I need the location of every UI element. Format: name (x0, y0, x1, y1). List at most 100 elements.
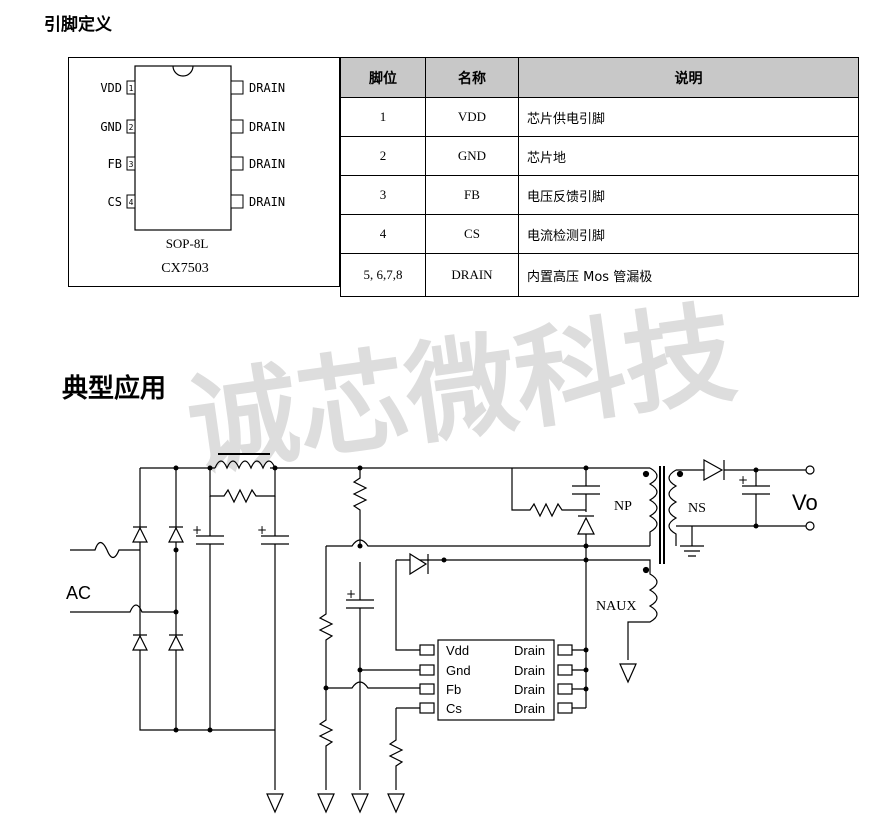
cell-pin: 3 (340, 175, 426, 215)
cell-desc: 芯片地 (518, 136, 859, 176)
cell-pin: 2 (340, 136, 426, 176)
ic-pin-label: Cs (446, 701, 462, 716)
ic-pin (557, 702, 573, 714)
package-name: SOP-8L (166, 236, 209, 251)
ic-pin (419, 702, 435, 714)
dot-marker (642, 566, 650, 574)
inductor-parallel-resistor (209, 468, 276, 504)
ic-pin-label: Drain (514, 682, 545, 697)
left-pin-number: 2 (129, 123, 134, 132)
cell-desc: 芯片供电引脚 (518, 97, 859, 137)
svg-text:+: + (346, 587, 356, 601)
header-name: 名称 (425, 57, 519, 98)
cell-desc: 电流检测引脚 (518, 214, 859, 254)
dot-marker (676, 470, 684, 478)
primary-return (585, 534, 650, 547)
left-pin-name: CS (108, 195, 122, 209)
fb-divider-top (318, 546, 420, 689)
vo-label: Vo (792, 490, 818, 515)
np-label: NP (614, 499, 632, 514)
cell-pin: 4 (340, 214, 426, 254)
ic-pin-label: Vdd (446, 643, 469, 658)
aux-winding (586, 559, 658, 660)
cell-pin: 5, 6,7,8 (340, 253, 426, 297)
table-row: 4 CS 电流检测引脚 (340, 214, 859, 254)
secondary-winding (668, 469, 678, 546)
right-pin-box (230, 156, 244, 171)
ac-label: AC (66, 583, 91, 603)
snubber-capacitor (572, 468, 600, 512)
ic-pin-label: Drain (514, 701, 545, 716)
section-title-typical-application: 典型应用 (62, 374, 167, 404)
cell-name: VDD (425, 97, 519, 137)
ic-pin-label: Gnd (446, 663, 471, 678)
left-pin-number: 1 (129, 84, 134, 93)
cell-name: CS (425, 214, 519, 254)
table-row: 5, 6,7,8 DRAIN 内置高压 Mos 管漏极 (340, 253, 859, 297)
section-title-pin-definition: 引脚定义 (44, 15, 112, 35)
svg-text:+: + (738, 473, 748, 487)
ic-pin (557, 683, 573, 695)
ic-pin-label: Drain (514, 663, 545, 678)
vdd-capacitor (346, 562, 374, 790)
cell-name: DRAIN (425, 253, 519, 297)
chip-body (134, 65, 232, 231)
vcc-diode (409, 552, 429, 576)
right-pin-box (230, 194, 244, 209)
transformer-core (659, 466, 665, 564)
snubber-resistor (511, 468, 586, 518)
header-pin: 脚位 (340, 57, 426, 98)
ic-body (437, 639, 555, 721)
cell-name: GND (425, 136, 519, 176)
primary-winding (648, 467, 658, 546)
left-pin-number: 4 (129, 198, 134, 207)
table-row: 1 VDD 芯片供电引脚 (340, 97, 859, 137)
right-pin-name: DRAIN (249, 120, 285, 134)
fb-divider-bottom (318, 688, 334, 790)
ic-pin (419, 683, 435, 695)
right-pin-box (230, 80, 244, 95)
table-row: 3 FB 电压反馈引脚 (340, 175, 859, 215)
left-pin-box (126, 119, 136, 134)
right-pin-name: DRAIN (249, 81, 285, 95)
left-pin-name: GND (100, 120, 122, 134)
bridge-left-rail (139, 468, 275, 731)
cell-desc: 电压反馈引脚 (518, 175, 859, 215)
svg-text:+: + (257, 523, 267, 537)
junction-dots (173, 465, 759, 733)
cell-desc: 内置高压 Mos 管漏极 (518, 253, 859, 297)
header-desc: 说明 (518, 57, 859, 98)
table-row: 2 GND 芯片地 (340, 136, 859, 176)
ground-symbol (387, 793, 405, 814)
naux-label: NAUX (596, 599, 636, 614)
left-pin-box (126, 80, 136, 95)
output-diode (703, 458, 725, 482)
dot-marker (642, 470, 650, 478)
typical-application-schematic: AC + + + Vdd Gnd Fb Cs Drain Drain Drain… (66, 453, 818, 814)
left-pin-name: FB (108, 157, 122, 171)
ns-label: NS (688, 501, 706, 516)
vo-terminal (805, 521, 815, 531)
left-pin-name: VDD (100, 81, 122, 95)
right-pin-box (230, 119, 244, 134)
ac-neutral-line (70, 604, 176, 613)
ground-symbol (351, 793, 369, 814)
pin-table: 脚位 名称 说明 1 VDD 芯片供电引脚 2 GND 芯片地 3 FB 电压反… (340, 57, 859, 297)
input-inductor (214, 460, 276, 470)
output-capacitor (742, 470, 770, 526)
ground-symbol (619, 663, 637, 684)
right-pin-name: DRAIN (249, 195, 285, 209)
vo-terminal (805, 465, 815, 475)
bulk-capacitor (196, 496, 289, 790)
ground-symbol (266, 793, 284, 814)
ic-pin (557, 644, 573, 656)
cell-name: FB (425, 175, 519, 215)
left-pin-number: 3 (129, 160, 134, 169)
cs-resistor (388, 707, 420, 790)
ic-pin (419, 664, 435, 676)
chip-notch (172, 65, 194, 77)
ground-symbol (317, 793, 335, 814)
ic-pin (419, 644, 435, 656)
vcc-rail (326, 539, 586, 547)
